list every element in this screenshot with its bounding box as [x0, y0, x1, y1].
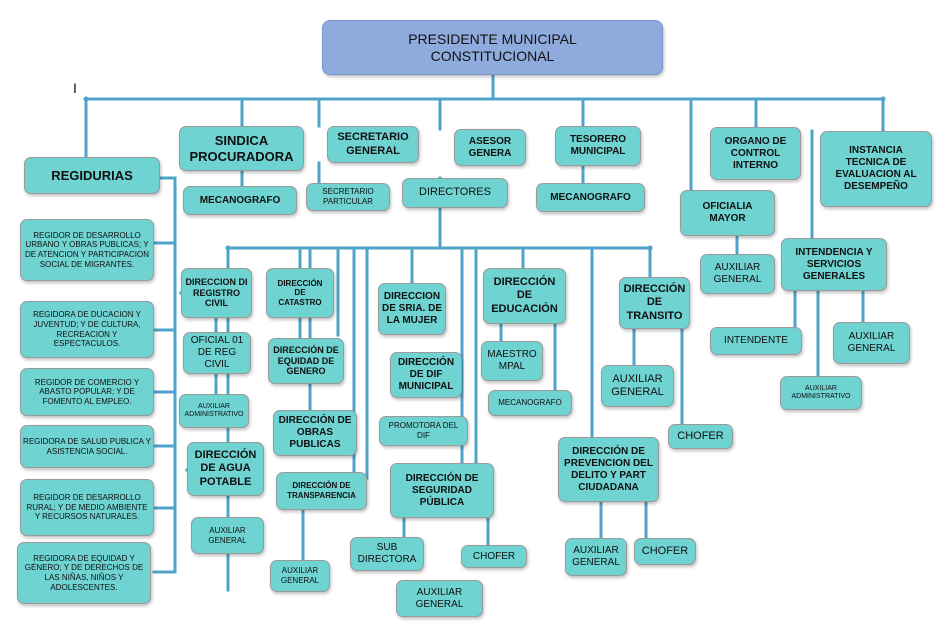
- seguridad-publica-box: DIRECCIÓN DE SEGURIDAD PÚBLICA: [390, 463, 494, 518]
- agua-potable-box: DIRECCIÓN DE AGUA POTABLE: [187, 442, 264, 496]
- secretaria-mujer-box: DIRECCION DE SRIA. DE LA MUJER: [378, 283, 446, 335]
- promotora-dif-box: PROMOTORA DEL DIF: [379, 416, 468, 446]
- auxiliar-transito-box: AUXILIAR GENERAL: [601, 365, 674, 407]
- regidor-desarrollo-urbano-box: REGIDOR DE DESARROLLO URBANO Y OBRAS PUB…: [20, 219, 154, 281]
- prevencion-delito-box: DIRECCIÓN DE PREVENCION DEL DELITO Y PAR…: [558, 437, 659, 502]
- oficial-registro-civil-box: OFICIAL 01 DE REG CIVIL: [183, 332, 251, 374]
- regidora-salud-box: REGIDORA DE SALUD PUBLICA Y ASISTENCIA S…: [20, 425, 154, 468]
- chofer-seguridad-box: CHOFER: [461, 545, 527, 568]
- equidad-genero-box: DIRECCIÓN DE EQUIDAD DE GENERO: [268, 338, 344, 384]
- organo-control-interno-box: ORGANO DE CONTROL INTERNO: [710, 127, 801, 180]
- auxiliar-intendencia-box: AUXILIAR GENERAL: [833, 322, 910, 364]
- regidurias-box: REGIDURIAS: [24, 157, 160, 194]
- mecanografo-sindica-box: MECANOGRAFO: [183, 186, 297, 215]
- presidente-municipal-box: PRESIDENTE MUNICIPAL CONSTITUCIONAL: [322, 20, 663, 75]
- secretario-particular-box: SECRETARIO PARTICULAR: [306, 183, 390, 211]
- maestro-municipal-box: MAESTRO MPAL: [481, 341, 543, 381]
- catastro-box: DIRECCIÓN DE CATASTRO: [266, 268, 334, 318]
- auxiliar-transparencia-box: AUXILIAR GENERAL: [270, 560, 330, 592]
- auxiliar-seguridad-box: AUXILIAR GENERAL: [396, 580, 483, 617]
- regidora-equidad-box: REGIDORA DE EQUIDAD Y GÉNERO; Y DE DEREC…: [17, 542, 151, 604]
- registro-civil-box: DIRECCION DI REGISTRO CIVIL: [181, 268, 252, 318]
- auxiliar-oficialia-box: AUXILIAR GENERAL: [700, 254, 775, 294]
- regidor-desarrollo-rural-box: REGIDOR DE DESARROLLO RURAL; Y DE MEDIO …: [20, 479, 154, 536]
- sub-directora-box: SUB DIRECTORA: [350, 537, 424, 571]
- transparencia-box: DIRECCIÓN DE TRANSPARENCIA: [276, 472, 367, 510]
- tesorero-municipal-box: TESORERO MUNICIPAL: [555, 126, 641, 166]
- intendente-box: INTENDENTE: [710, 327, 802, 355]
- asesor-general-box: ASESOR GENERA: [454, 129, 526, 166]
- auxiliar-administrativo-intendencia-box: AUXILIAR ADMINISTRATIVO: [780, 376, 862, 410]
- intendencia-servicios-box: INTENDENCIA Y SERVICIOS GENERALES: [781, 238, 887, 291]
- auxiliar-administrativo-registro-box: AUXILIAR ADMINISTRATIVO: [179, 394, 249, 428]
- secretario-general-box: SECRETARIO GENERAL: [327, 126, 419, 163]
- mecanografo-tesorero-box: MECANOGRAFO: [536, 183, 645, 212]
- transito-box: DIRECCIÓN DE TRANSITO: [619, 277, 690, 329]
- chofer-transito-box: CHOFER: [668, 424, 733, 449]
- educacion-box: DIRECCIÓN DE EDUCACIÓN: [483, 268, 566, 324]
- obras-publicas-box: DIRECCIÓN DE OBRAS PUBLICAS: [273, 410, 357, 456]
- auxiliar-prevencion-box: AUXILIAR GENERAL: [565, 538, 627, 576]
- auxiliar-agua-box: AUXILIAR GENERAL: [191, 517, 264, 554]
- chofer-prevencion-box: CHOFER: [634, 538, 696, 565]
- regidora-educacion-box: REGIDORA DE DUCACION Y JUVENTUD; Y DE CU…: [20, 301, 154, 358]
- regidor-comercio-box: REGIDOR DE COMERCIO Y ABASTO POPULAR; Y …: [20, 368, 154, 416]
- sindica-procuradora-box: SINDICA PROCURADORA: [179, 126, 304, 171]
- mecanografo-educacion-box: MECANOGRAFO: [488, 390, 572, 416]
- dif-municipal-box: DIRECCIÓN DE DIF MUNICIPAL: [390, 352, 462, 398]
- instancia-tecnica-box: INSTANCIA TECNICA DE EVALUACION AL DESEM…: [820, 131, 932, 207]
- directores-box: DIRECTORES: [402, 178, 508, 208]
- oficialia-mayor-box: OFICIALIA MAYOR: [680, 190, 775, 236]
- text-cursor: I: [73, 80, 77, 96]
